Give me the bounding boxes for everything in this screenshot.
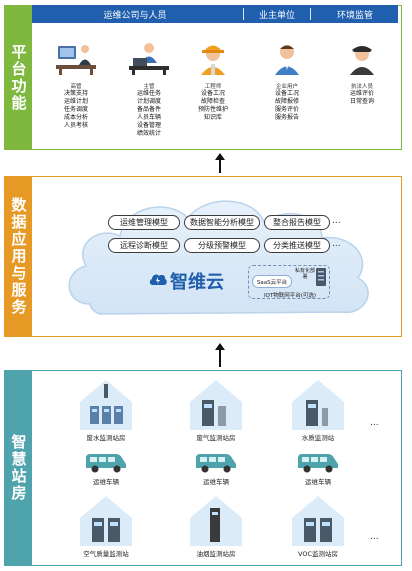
model-graded-warning: 分级预警模型 bbox=[184, 238, 260, 253]
role-item: 服务报告 bbox=[274, 114, 299, 121]
role-item: 设备工况 bbox=[274, 90, 299, 97]
executive-desk-icon bbox=[56, 45, 96, 75]
role-item: 运维计划 bbox=[63, 98, 88, 105]
brand-cloud-logo-icon bbox=[149, 274, 167, 285]
enterprise-user-icon bbox=[275, 45, 299, 75]
station-label: 废气监测站房 bbox=[196, 434, 236, 442]
role-title: 主管 bbox=[143, 84, 155, 90]
role-item: 成本分析 bbox=[63, 114, 88, 121]
vehicle-label: 运维车辆 bbox=[203, 478, 229, 486]
role-law-enforcement: 执法人员 运维评价 日常查询 bbox=[337, 40, 387, 106]
station-house-icon bbox=[190, 380, 242, 430]
header-separator bbox=[243, 8, 244, 20]
ellipsis: ... bbox=[370, 418, 379, 428]
role-item: 人员车辆 bbox=[136, 114, 161, 121]
model-ops-management: 运维管理模型 bbox=[108, 215, 180, 230]
role-item: 人员考核 bbox=[63, 122, 88, 129]
cloud-shape bbox=[68, 200, 369, 315]
van-icon bbox=[298, 454, 338, 473]
station-house-icon bbox=[292, 380, 344, 430]
role-item: 设备管理 bbox=[136, 122, 161, 129]
saas-platform-tag: SaaS云平台 bbox=[252, 275, 292, 288]
header-ops: 运维公司与人员 bbox=[103, 10, 167, 21]
header-separator bbox=[310, 8, 311, 20]
role-item: 设备工况 bbox=[200, 90, 225, 97]
platform-functions-band: 平台功能 bbox=[4, 5, 402, 150]
band-label-platform: 平台功能 bbox=[5, 6, 32, 149]
role-item: 备品备件 bbox=[136, 106, 161, 113]
role-enterprise-user: 企业用户 设备工况 故障报修 服务评价 服务报告 bbox=[262, 40, 312, 122]
station-house-icon bbox=[292, 496, 344, 546]
iot-platform-label: IOT物联网平台(可选) bbox=[263, 293, 317, 299]
role-item: 绩效统计 bbox=[136, 130, 161, 137]
supervisor-desk-icon bbox=[129, 43, 169, 75]
role-executive: 高管 决策支持 运维计划 任务调度 成本分析 人员考核 bbox=[52, 40, 100, 130]
station-house-icon bbox=[80, 496, 132, 546]
role-item: 决策支持 bbox=[63, 90, 88, 97]
ellipsis: ... bbox=[332, 216, 341, 226]
role-supervisor: 主管 运维任务 计划调度 备品备件 人员车辆 设备管理 绩效统计 bbox=[125, 40, 173, 138]
platform-header bbox=[32, 5, 398, 23]
role-item: 计划调度 bbox=[136, 98, 161, 105]
header-owner: 业主单位 bbox=[258, 10, 295, 21]
model-remote-diagnosis: 远程诊断模型 bbox=[108, 238, 180, 253]
deployment-options-box bbox=[248, 265, 330, 299]
arrow-up-icon bbox=[215, 153, 225, 173]
role-engineer: 工程师 设备工况 故障检查 预防性维护 知识库 bbox=[188, 40, 238, 122]
role-title: 高管 bbox=[70, 84, 82, 90]
role-item: 运维评价 bbox=[349, 90, 374, 97]
role-item: 知识库 bbox=[203, 114, 222, 121]
server-icon bbox=[316, 268, 326, 286]
brand-name: 智维云 bbox=[170, 272, 224, 293]
model-classified-push: 分类推送模型 bbox=[264, 238, 330, 253]
van-icon bbox=[86, 454, 126, 473]
law-officer-icon bbox=[350, 46, 374, 75]
role-item: 故障检查 bbox=[200, 98, 225, 105]
station-house-icon bbox=[80, 380, 132, 430]
header-env: 环境监管 bbox=[336, 10, 373, 21]
engineer-hardhat-icon bbox=[201, 45, 225, 75]
role-title: 执法人员 bbox=[350, 84, 373, 90]
band-label-data: 数据应用与服务 bbox=[5, 177, 32, 336]
station-label: 废水监测站房 bbox=[86, 434, 126, 442]
station-house-icon bbox=[190, 496, 242, 546]
role-item: 预防性维护 bbox=[197, 106, 228, 113]
vehicle-label: 运维车辆 bbox=[93, 478, 119, 486]
vehicle-label: 运维车辆 bbox=[305, 478, 331, 486]
role-item: 任务调度 bbox=[63, 106, 88, 113]
model-data-analysis: 数据智能分析模型 bbox=[184, 215, 260, 230]
arrow-up-icon bbox=[215, 343, 225, 367]
role-item: 服务评价 bbox=[274, 106, 299, 113]
role-item: 日常查询 bbox=[349, 98, 374, 105]
role-title: 企业用户 bbox=[275, 84, 298, 90]
model-report-integration: 整合报告模型 bbox=[264, 215, 330, 230]
private-deploy-label: 私有化部署 bbox=[295, 268, 316, 280]
station-label: 水质监测站 bbox=[301, 434, 335, 442]
role-title: 工程师 bbox=[204, 84, 222, 90]
ellipsis: ... bbox=[332, 239, 341, 249]
role-item: 故障报修 bbox=[274, 98, 299, 105]
van-icon bbox=[196, 454, 236, 473]
band-label-station: 智慧站房 bbox=[5, 371, 32, 565]
station-label: VOC监测站房 bbox=[298, 550, 338, 558]
ellipsis: ... bbox=[370, 532, 379, 542]
station-label: 油烟监测站房 bbox=[196, 550, 236, 558]
station-label: 空气质量监测站 bbox=[83, 550, 129, 558]
role-item: 运维任务 bbox=[136, 90, 161, 97]
